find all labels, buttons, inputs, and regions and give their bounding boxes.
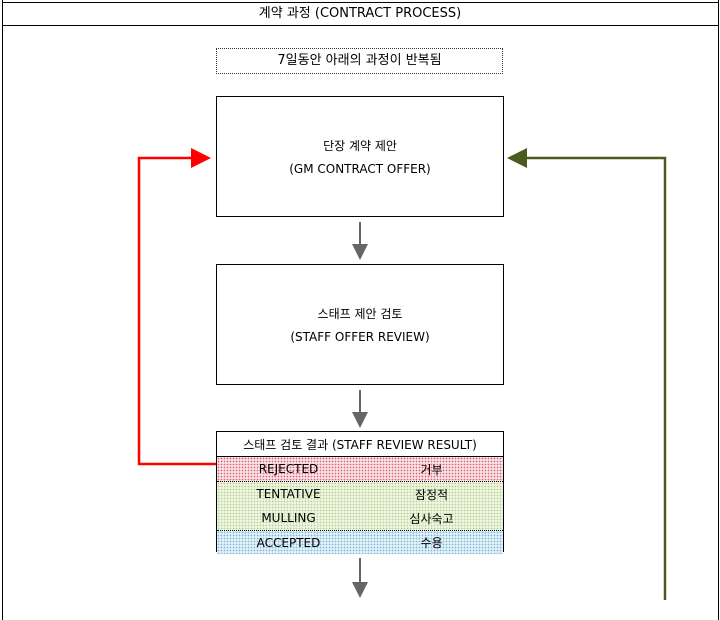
gm-contract-offer-box: 단장 계약 제안 (GM CONTRACT OFFER) xyxy=(216,96,504,217)
staff-offer-review-box: 스태프 제안 검토 (STAFF OFFER REVIEW) xyxy=(216,264,504,385)
result-ko: 잠정적 xyxy=(414,487,449,502)
diagram-title: 계약 과정 (CONTRACT PROCESS) xyxy=(2,2,718,26)
result-ko: 수용 xyxy=(420,536,443,550)
result-row-accepted: ACCEPTED 수용 xyxy=(217,530,503,554)
step2-en: (STAFF OFFER REVIEW) xyxy=(290,330,430,344)
rejected-loop-arrow xyxy=(137,148,216,466)
result-row-tentative: TENTATIVE 잠정적 xyxy=(217,482,503,506)
connectors xyxy=(137,148,667,600)
result-en: ACCEPTED xyxy=(256,535,321,550)
step1-en: (GM CONTRACT OFFER) xyxy=(289,162,431,176)
result-row-mulling: MULLING 심사숙고 xyxy=(217,506,503,530)
result-row-rejected: REJECTED 거부 xyxy=(217,457,503,482)
result-ko: 심사숙고 xyxy=(409,511,454,526)
result-header: 스태프 검토 결과 (STAFF REVIEW RESULT) xyxy=(217,432,503,457)
result-ko: 거부 xyxy=(420,462,443,477)
step1-ko: 단장 계약 제안 xyxy=(323,139,397,153)
return-loop-arrow xyxy=(507,148,667,600)
result-en: MULLING xyxy=(261,511,316,525)
staff-review-result-table: 스태프 검토 결과 (STAFF REVIEW RESULT) REJECTED… xyxy=(216,431,504,554)
step2-ko: 스태프 제안 검토 xyxy=(317,307,403,321)
result-en: REJECTED xyxy=(258,462,319,476)
result-en: TENTATIVE xyxy=(256,487,321,501)
repeat-note: 7일동안 아래의 과정이 반복됨 xyxy=(216,48,503,74)
